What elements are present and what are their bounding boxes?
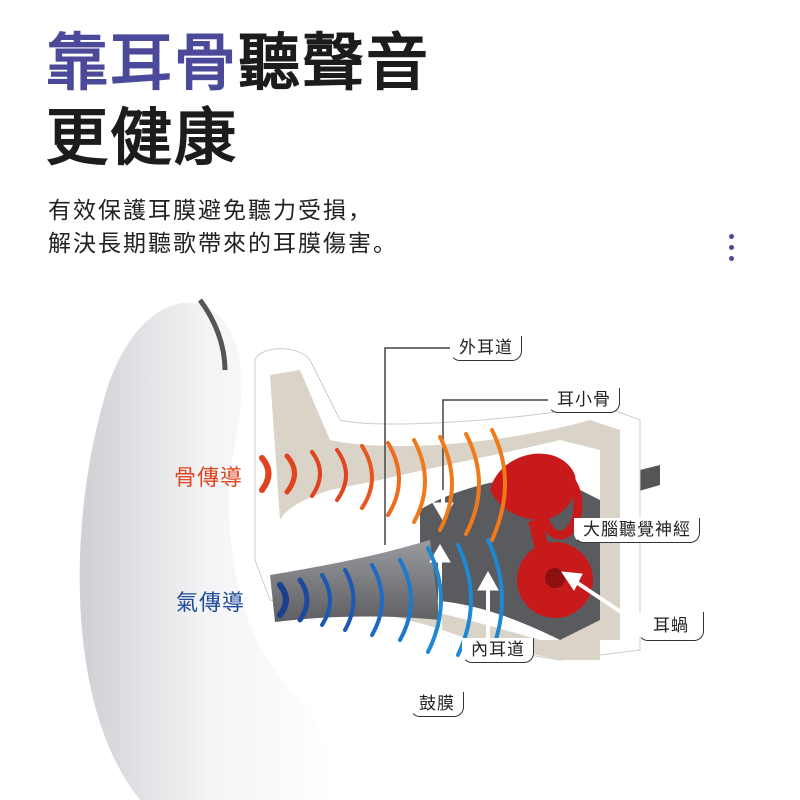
subtitle-line-2: 解決長期聽歌帶來的耳膜傷害。	[48, 231, 398, 257]
label-ossicles: 耳小骨	[548, 388, 620, 414]
label-outer-canal: 外耳道	[450, 336, 522, 362]
label-eardrum: 鼓膜	[410, 692, 464, 718]
headline-rest: 聽聲音	[238, 26, 431, 99]
headline-accent: 靠耳骨	[46, 26, 239, 99]
label-inner-canal: 內耳道	[462, 638, 534, 664]
subtitle-line-1: 有效保護耳膜避免聽力受損，	[48, 198, 373, 224]
headline-line-1: 靠耳骨聽聲音	[46, 32, 430, 94]
outer-ear	[79, 302, 334, 800]
air-conduction-label: 氣傳導	[176, 591, 246, 616]
ear-canal	[270, 540, 440, 622]
air-conduction-waves	[277, 538, 504, 662]
more-options-icon[interactable]	[729, 234, 737, 267]
bone-conduction-label: 骨傳導	[174, 466, 244, 491]
bone-conduction-waves	[259, 428, 507, 542]
label-auditory-nerve: 大腦聽覺神經	[574, 518, 700, 544]
cochlea	[490, 453, 593, 618]
label-cochlea: 耳蝸	[638, 612, 704, 642]
ear-diagram	[79, 298, 660, 800]
headline-line-2: 更健康	[46, 101, 239, 174]
